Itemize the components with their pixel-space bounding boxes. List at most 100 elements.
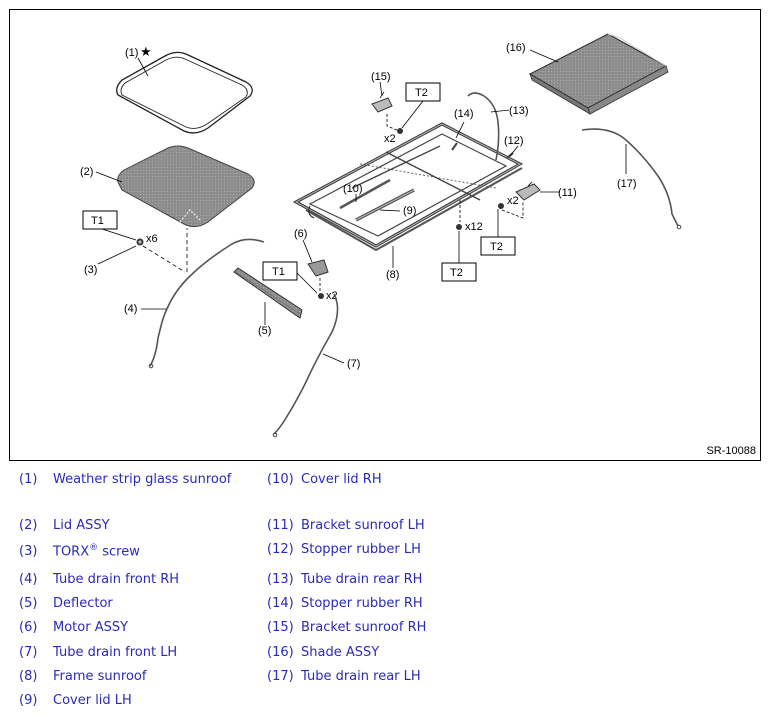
callout-12: (12) xyxy=(504,135,524,147)
torque-box-t1-mid xyxy=(262,261,298,281)
torque-box-t2-bottom xyxy=(441,262,477,282)
legend-number: (1) xyxy=(19,472,38,487)
torque-box-t2-right xyxy=(480,236,516,256)
bracket-rh-screw xyxy=(397,128,403,134)
shade-assy xyxy=(528,33,669,115)
legend-label: Motor ASSY xyxy=(53,620,129,635)
callout-2: (2) xyxy=(80,166,93,178)
callout-14: (14) xyxy=(454,108,474,120)
legend-number: (15) xyxy=(267,620,294,635)
exploded-diagram: (1) ★ (2) T1 x6 (3) (4) (5) xyxy=(9,9,761,461)
leader-15 xyxy=(379,81,383,97)
legend-label: Bracket sunroof RH xyxy=(301,620,427,635)
leader-12 xyxy=(509,145,519,157)
legend-number: (17) xyxy=(267,669,294,684)
legend-label: Tube drain front LH xyxy=(53,645,178,660)
legend-item: (13) Tube drain rear RH xyxy=(267,572,422,587)
legend-label: Tube drain rear RH xyxy=(301,572,423,587)
callout-8: (8) xyxy=(386,269,399,281)
bracket-sunroof-lh xyxy=(515,181,541,201)
qty-x2-bracket-lh: x2 xyxy=(507,195,519,207)
leader-16 xyxy=(529,49,559,63)
legend-number: (5) xyxy=(19,596,38,611)
legend-item: (5)Deflector xyxy=(19,596,113,611)
legend-label: Lid ASSY xyxy=(53,518,110,533)
callout-4: (4) xyxy=(124,303,137,315)
callout-17: (17) xyxy=(617,178,637,190)
torque-t1-mid: T1 xyxy=(272,266,285,278)
callout-3: (3) xyxy=(84,264,97,276)
frame-sunroof xyxy=(292,122,524,252)
stopper-rubber-rh xyxy=(451,142,458,151)
legend-number: (14) xyxy=(267,596,294,611)
tube-drain-rear-lh xyxy=(581,128,679,227)
torque-t2-right: T2 xyxy=(490,241,503,253)
legend-item: (2) Lid ASSY xyxy=(19,518,110,533)
tube-drain-rear-rh xyxy=(467,92,500,161)
legend-label: Tube drain rear LH xyxy=(301,669,421,684)
callout-1: (1) xyxy=(125,47,138,59)
callout-6: (6) xyxy=(294,228,307,240)
legend-label: Stopper rubber RH xyxy=(301,596,423,611)
torque-t2-top: T2 xyxy=(415,87,428,99)
legend-number: (16) xyxy=(267,645,294,660)
legend-number: (7) xyxy=(19,645,38,660)
star-mark: ★ xyxy=(140,45,152,60)
leader-1 xyxy=(137,57,149,77)
legend-number: (13) xyxy=(267,572,294,587)
legend-label: Frame sunroof xyxy=(53,669,147,684)
cover-lid-rh xyxy=(339,178,391,210)
torque-t1-left: T1 xyxy=(91,215,104,227)
callout-10: (10) xyxy=(343,183,363,195)
qty-x12: x12 xyxy=(465,221,483,233)
deflector xyxy=(233,267,303,319)
legend-item: (7) Tube drain front LH xyxy=(19,645,177,660)
leader-7 xyxy=(322,353,345,364)
torque-t2-bottom: T2 xyxy=(450,267,463,279)
legend-item: (8)Frame sunroof xyxy=(19,669,146,684)
legend-item: (3)TORX® screw xyxy=(19,543,140,559)
legend-item: (15) Bracket sunroof RH xyxy=(267,620,426,635)
callout-16: (16) xyxy=(506,42,526,54)
legend-item: (10) Cover lid RH xyxy=(267,472,382,487)
diagram-svg: (1) ★ (2) T1 x6 (3) (4) (5) xyxy=(80,33,682,438)
leader-2 xyxy=(95,171,123,183)
registered-mark: ® xyxy=(89,543,99,553)
callout-7: (7) xyxy=(347,358,360,370)
legend-item: (4)Tube drain front RH xyxy=(19,572,179,587)
legend-number: (3) xyxy=(19,544,38,560)
motor-screw xyxy=(318,293,324,299)
legend-item: (1)Weather strip glass sunroof xyxy=(19,472,231,487)
leader-13 xyxy=(490,109,510,113)
leader-9 xyxy=(379,209,401,212)
legend-label: Cover lid LH xyxy=(53,693,132,708)
callout-13: (13) xyxy=(509,105,529,117)
qty-x2-bracket-rh: x2 xyxy=(384,133,396,145)
tube-drain-front-rh xyxy=(149,238,265,367)
legend-label: Cover lid RH xyxy=(301,472,382,487)
legend-item: (14) Stopper rubber RH xyxy=(267,596,423,611)
legend-label: Shade ASSY xyxy=(301,645,380,660)
legend-number: (12) xyxy=(267,542,294,557)
legend-number: (6) xyxy=(19,620,38,635)
legend-item: (9) Cover lid LH xyxy=(19,693,132,708)
callout-11: (11) xyxy=(558,187,577,199)
legend-number: (9) xyxy=(19,693,38,708)
leader-6 xyxy=(302,239,313,263)
torx-screw xyxy=(136,238,144,246)
legend-item: (17) Tube drain rear LH xyxy=(267,669,421,684)
legend-number: (10) xyxy=(267,472,294,487)
legend-label-suffix: screw xyxy=(98,544,140,560)
lid-assy xyxy=(117,145,255,228)
figure-id: SR-10088 xyxy=(706,445,756,457)
legend-number: (2) xyxy=(19,518,38,533)
motor-assy xyxy=(307,259,329,277)
legend-item: (12)Stopper rubber LH xyxy=(267,542,421,557)
bracket-lh-screw xyxy=(498,203,504,209)
leader-3 xyxy=(97,245,137,265)
callout-15: (15) xyxy=(371,71,391,83)
callout-9: (9) xyxy=(403,205,416,217)
legend-item: (11)Bracket sunroof LH xyxy=(267,518,425,533)
legend-label: Bracket sunroof LH xyxy=(301,518,425,533)
torque-box-t1-left xyxy=(82,210,118,230)
